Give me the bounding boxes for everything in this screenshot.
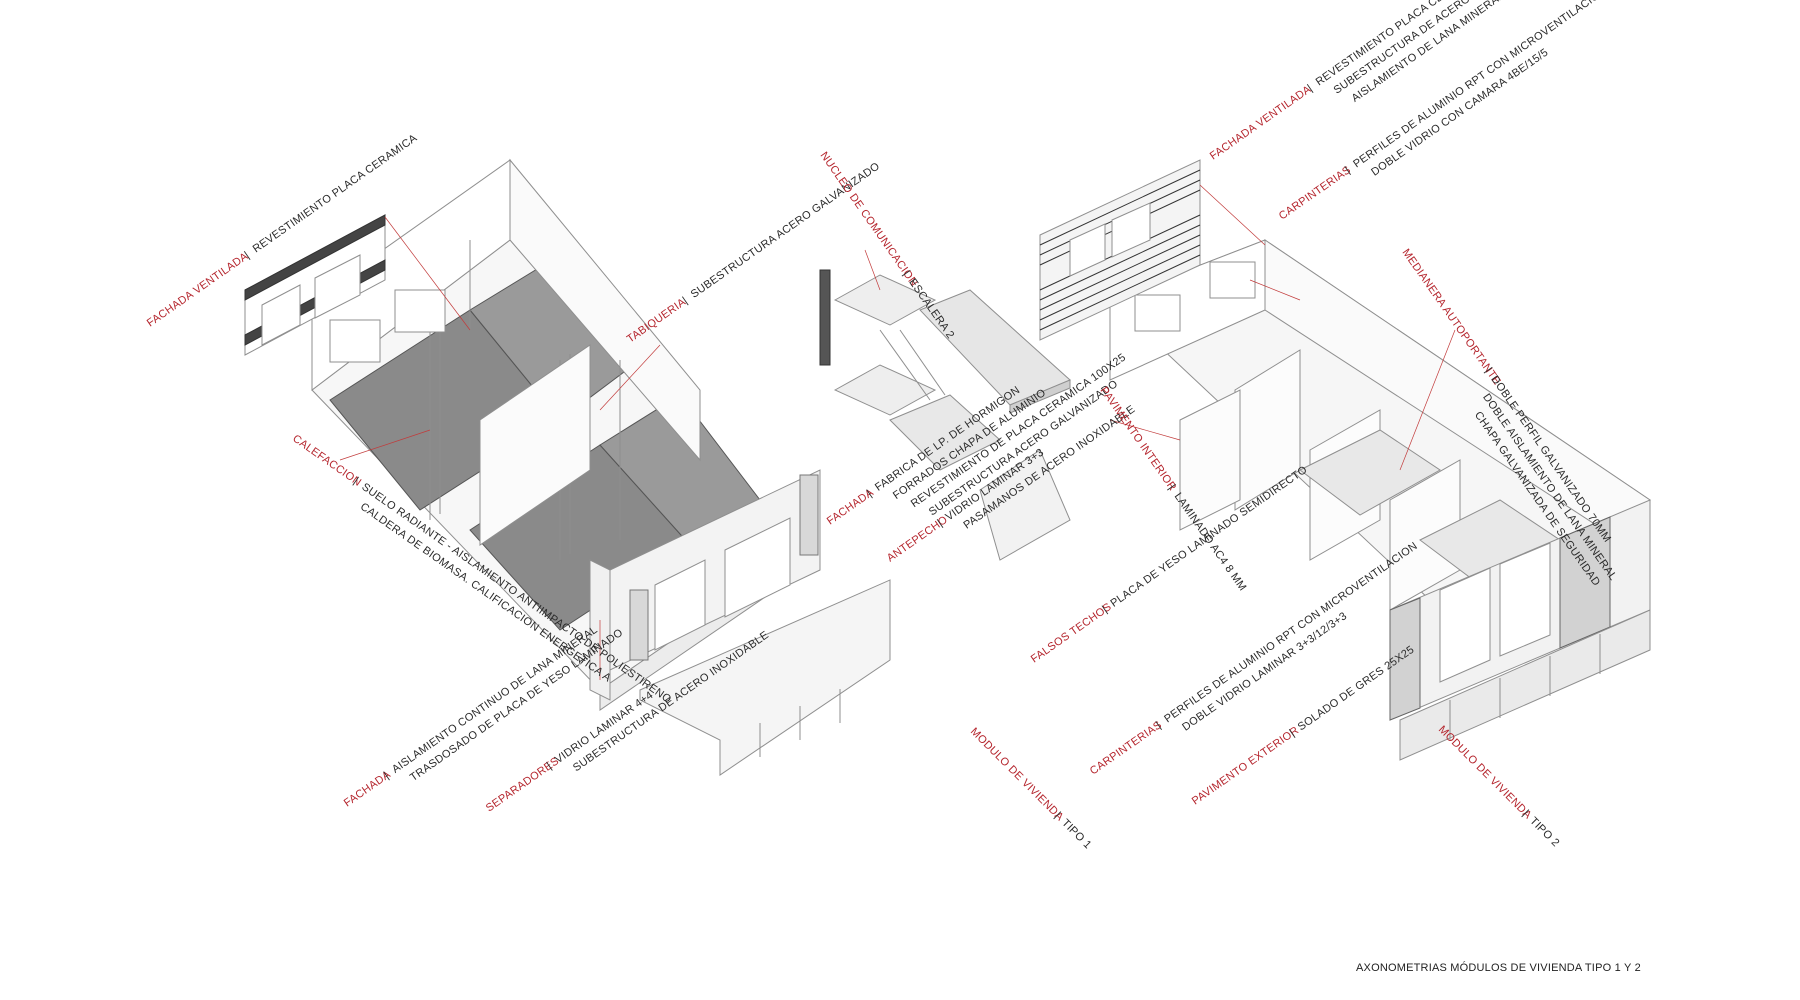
label-heading: CALEFACCION [290, 433, 363, 489]
window [329, 319, 381, 363]
label-separator: | [545, 760, 554, 772]
label-separator: | [1052, 810, 1063, 821]
label-line: REVESTIMIENTO PLACA CERAMICA [251, 132, 420, 255]
label-separator: | [865, 488, 874, 500]
window [1134, 294, 1181, 332]
label-heading: MODULO DE VIVIENDA [968, 726, 1066, 824]
stair-flight [833, 274, 937, 326]
label-line: TIPO 2 [1527, 815, 1561, 849]
label-modulo-1: MODULO DE VIVIENDA|TIPO 1 [968, 726, 1094, 852]
label-pavimento-exterior: PAVIMENTO EXTERIOR|SOLADO DE GRES 25X25 [1190, 644, 1417, 808]
label-separator: | [935, 517, 944, 529]
label-heading: PAVIMENTO EXTERIOR [1190, 724, 1301, 807]
facade-cladding-strip [244, 214, 386, 301]
label-heading: PAVIMENTO INTERIOR [1098, 385, 1179, 493]
module-1-side-wall [509, 158, 701, 462]
facade-cladding [1559, 516, 1611, 649]
window [394, 289, 446, 333]
stair-flight [833, 364, 937, 416]
stair-flight [889, 394, 1001, 471]
label-heading: FALSOS TECHOS [1029, 601, 1114, 666]
window [261, 284, 301, 346]
facade-cladding [1389, 597, 1421, 721]
module-2-terrace [1399, 609, 1651, 761]
module-1-drawing [244, 158, 891, 776]
stair-landing-edge [1009, 379, 1071, 414]
window [654, 559, 706, 651]
stair-side-cladding [819, 269, 831, 366]
facade-panel [799, 474, 819, 556]
partition-wall [1179, 389, 1241, 531]
label-line: TIPO 1 [1059, 817, 1093, 851]
stair-balcony-slab [979, 449, 1071, 561]
label-separator: | [242, 249, 251, 261]
module-1-glass-partition [479, 344, 591, 546]
label-separator: | [1166, 482, 1178, 491]
floor-zone [1299, 429, 1441, 516]
label-line: SUBESTRUCTURA ACERO GALVANIZADO [689, 160, 883, 301]
label-separator: | [1483, 365, 1495, 374]
facade-panel [629, 589, 649, 661]
label-separator: | [382, 770, 391, 782]
label-separator: | [1100, 604, 1109, 616]
label-separator: | [1343, 164, 1352, 176]
label-heading: CARPINTERIAS [1277, 164, 1353, 223]
window [1111, 202, 1151, 258]
leader-lines [339, 184, 1456, 680]
label-separator: | [351, 475, 360, 487]
label-separator: | [1520, 808, 1531, 819]
window [314, 254, 361, 319]
label-heading: FACHADA VENTILADA [145, 250, 251, 329]
window [1069, 223, 1106, 277]
window [724, 517, 791, 618]
window [1499, 542, 1551, 657]
label-separator: | [681, 295, 690, 307]
label-heading: FACHADA VENTILADA [1208, 83, 1314, 162]
window [1209, 261, 1256, 299]
label-falsos-techos: FALSOS TECHOS|PLACA DE YESO LAMINADO SEM… [1029, 464, 1310, 666]
label-fachada-1: FACHADA|AISLAMIENTO CONTINUO DE LANA MIN… [342, 624, 626, 810]
window [1439, 567, 1491, 683]
label-heading: CARPINTERIAS [1088, 719, 1164, 778]
label-separator: | [1305, 82, 1314, 94]
sheet-caption: AXONOMETRIAS MÓDULOS DE VIVIENDA TIPO 1 … [1356, 962, 1641, 974]
label-separator: | [901, 268, 913, 277]
label-modulo-2: MODULO DE VIVIENDA|TIPO 2 [1436, 724, 1562, 850]
label-heading: MODULO DE VIVIENDA [1436, 724, 1534, 822]
stair-core-drawing [819, 269, 1071, 561]
label-line: PERFILES DE ALUMINIO RPT CON MICROVENTIL… [1162, 540, 1420, 725]
label-separator: | [1287, 727, 1296, 739]
module-2-drawing [1039, 159, 1652, 761]
label-separator: | [1154, 719, 1163, 731]
